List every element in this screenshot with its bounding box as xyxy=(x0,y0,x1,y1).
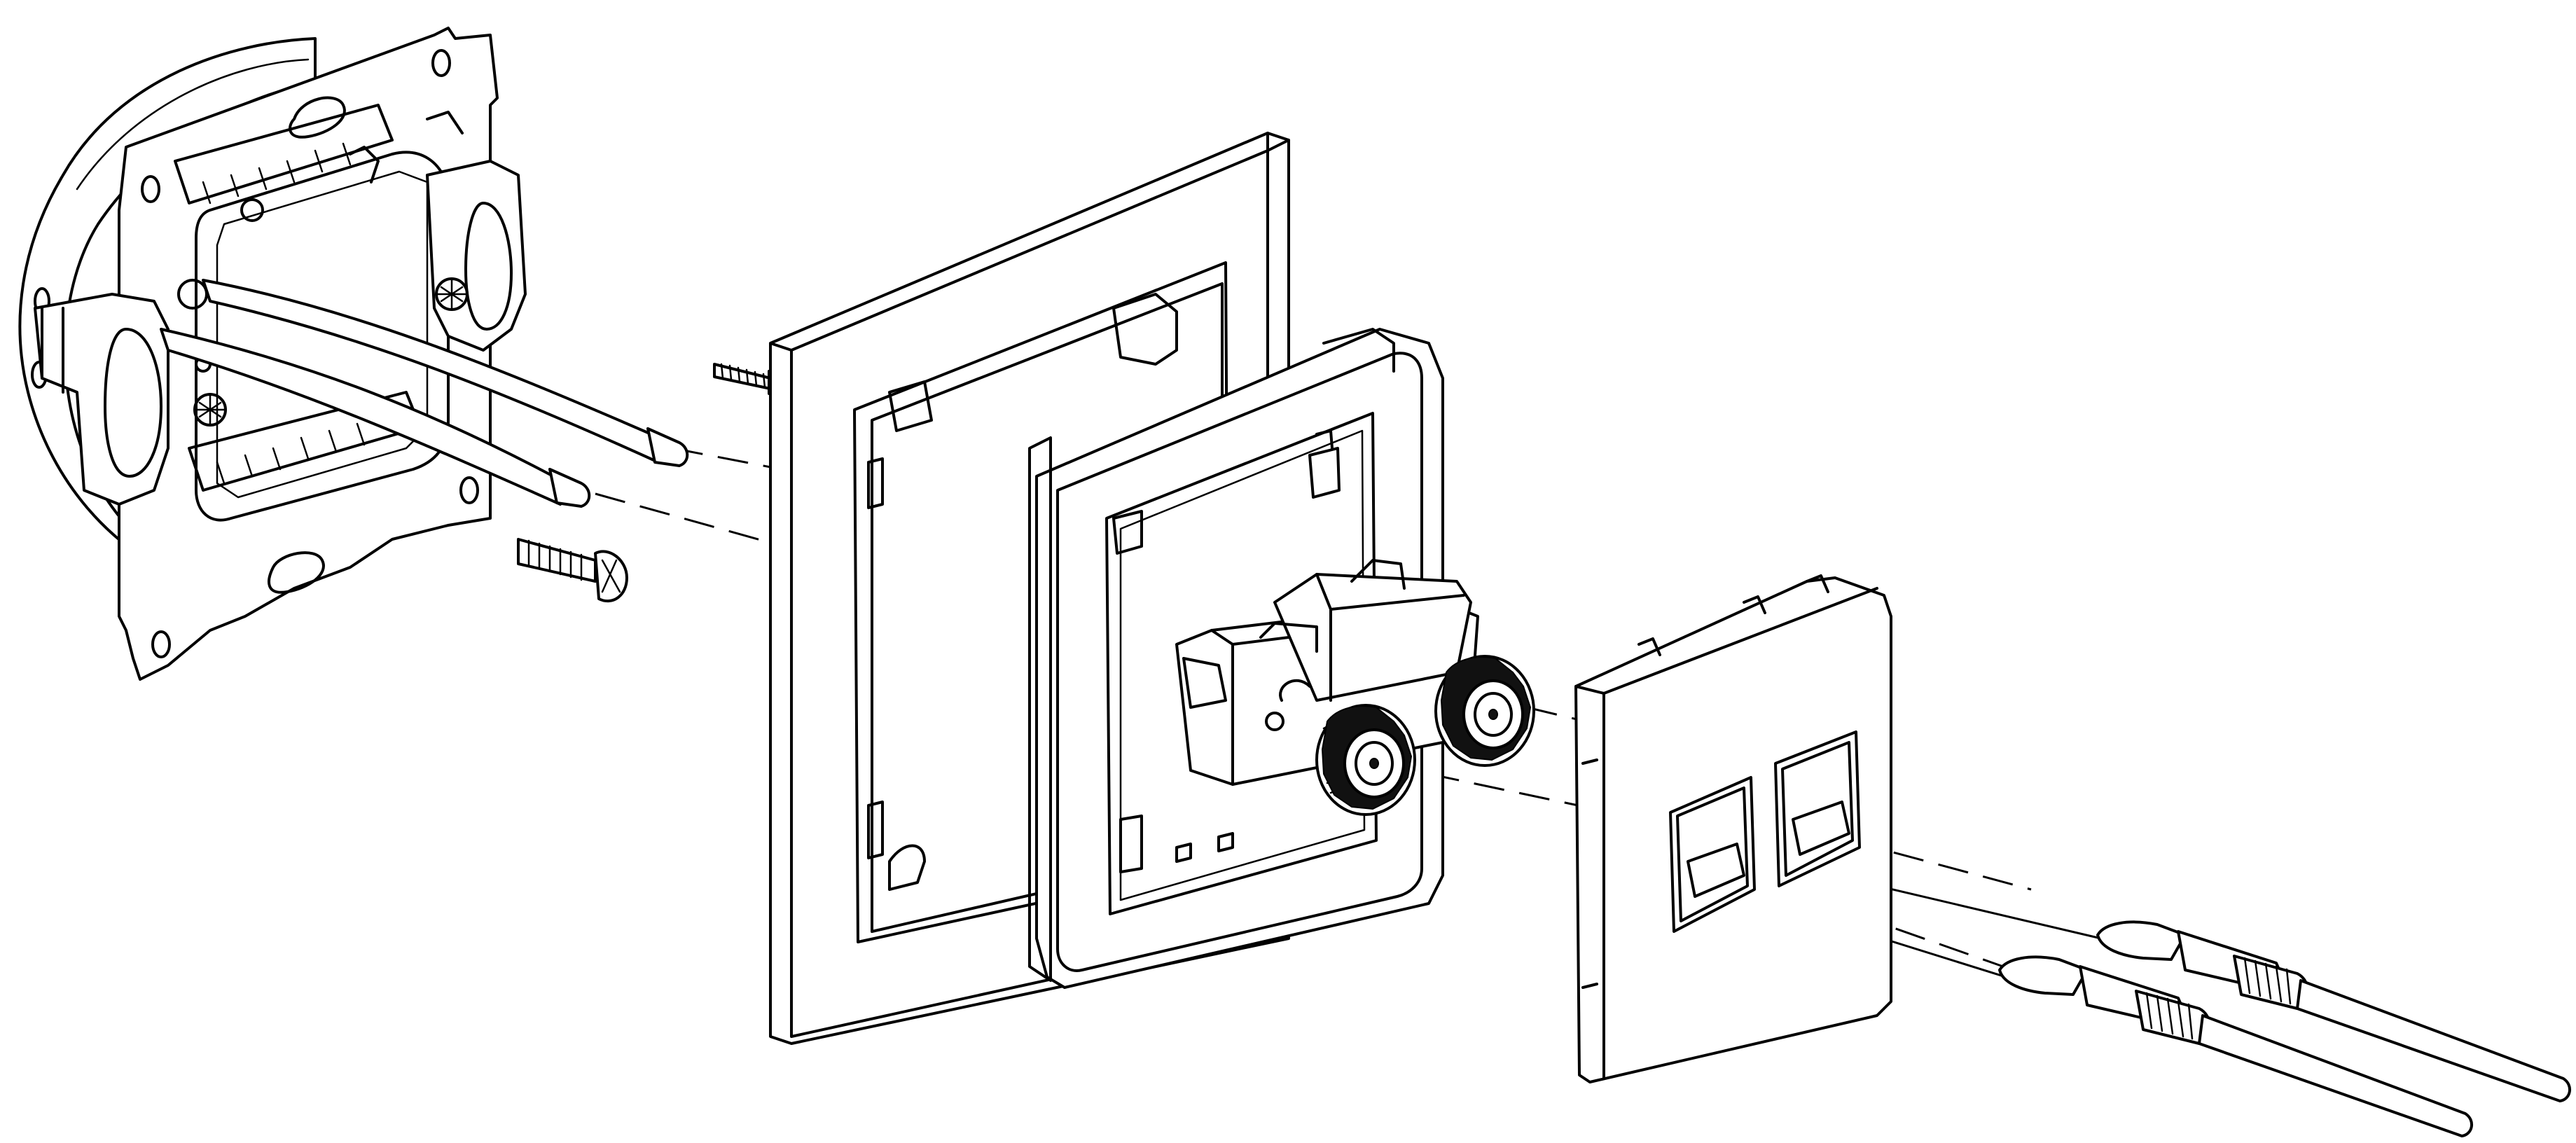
mounting-frame xyxy=(18,27,689,681)
banana-plug-lower xyxy=(1998,955,2473,1137)
fixing-screw-top xyxy=(713,363,777,395)
front-cover-plate xyxy=(1574,574,1892,1083)
banana-plug-upper xyxy=(2096,920,2571,1102)
binding-post-left xyxy=(1315,704,1416,816)
speaker-terminal-module xyxy=(1028,328,1535,989)
binding-post-right xyxy=(1434,655,1535,767)
fixing-screw-bottom xyxy=(517,538,628,603)
